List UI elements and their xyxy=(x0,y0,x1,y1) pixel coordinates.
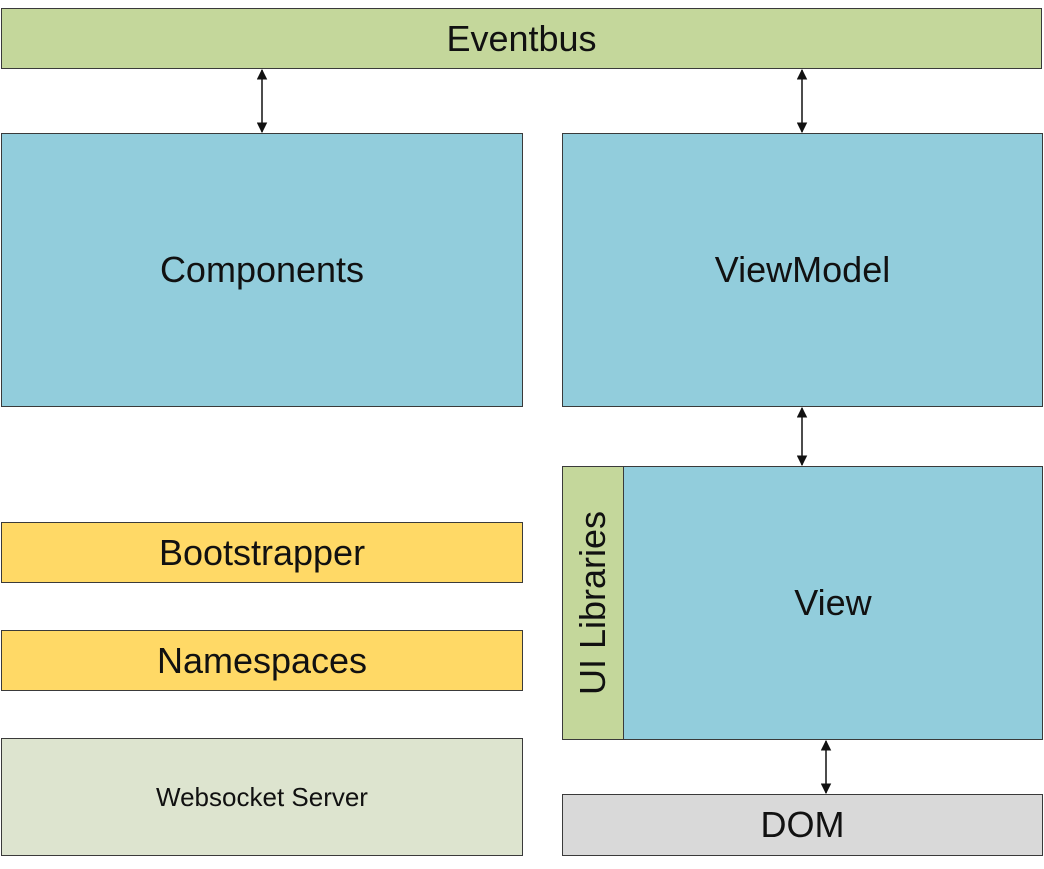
bootstrapper-label: Bootstrapper xyxy=(158,531,366,573)
view-label: View xyxy=(794,582,872,623)
viewmodel-box: ViewModel xyxy=(562,133,1043,407)
components-box: Components xyxy=(1,133,523,407)
eventbus-label: Eventbus xyxy=(446,17,597,59)
websocket-server-box: Websocket Server xyxy=(1,738,523,856)
bootstrapper-box: Bootstrapper xyxy=(1,522,523,583)
view-box: View xyxy=(562,466,1043,740)
websocket-server-label: Websocket Server xyxy=(156,781,368,812)
dom-label: DOM xyxy=(760,804,845,845)
eventbus-box: Eventbus xyxy=(1,8,1042,69)
components-label: Components xyxy=(159,249,365,290)
ui-libraries-box: UI Libraries xyxy=(562,466,624,740)
viewmodel-label: ViewModel xyxy=(714,249,891,290)
dom-box: DOM xyxy=(562,794,1043,856)
namespaces-box: Namespaces xyxy=(1,630,523,691)
namespaces-label: Namespaces xyxy=(156,639,368,681)
